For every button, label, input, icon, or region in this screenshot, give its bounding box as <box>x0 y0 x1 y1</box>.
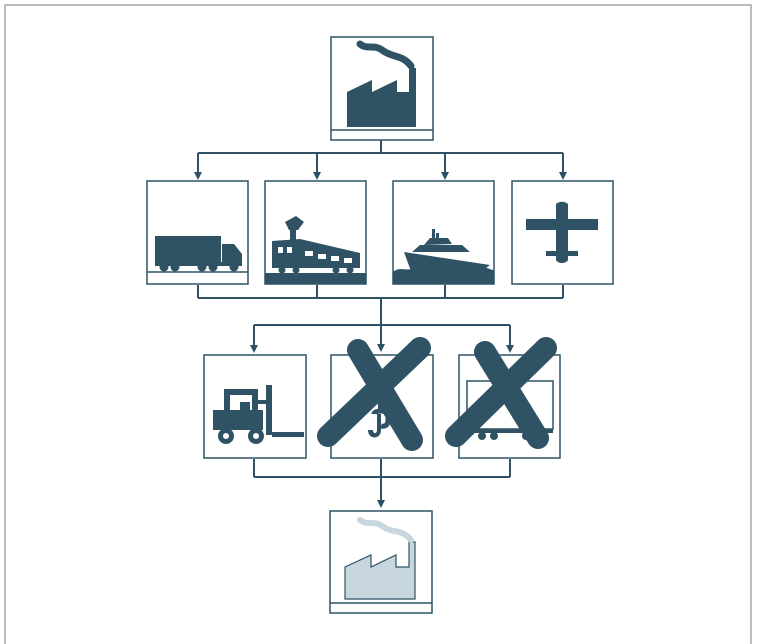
ship-icon <box>393 229 494 284</box>
source-factory-box <box>330 36 434 141</box>
train-icon <box>265 216 366 284</box>
airplane-icon <box>526 201 598 263</box>
transport-train-box <box>264 180 367 285</box>
handling-wagon-box <box>445 337 561 459</box>
destination-factory-box <box>329 510 433 614</box>
cross-out-mark <box>445 337 557 449</box>
transport-ship-box <box>392 180 495 285</box>
transport-airplane-box <box>511 180 614 285</box>
truck-icon <box>155 236 242 272</box>
factory-icon <box>344 517 416 600</box>
handling-forklift-box <box>203 354 307 459</box>
factory-icon <box>347 40 416 127</box>
forklift-icon <box>213 385 304 444</box>
diagram-frame <box>4 4 752 644</box>
connector-lines <box>194 140 567 508</box>
cross-out-mark <box>317 337 431 451</box>
transport-truck-box <box>146 180 249 285</box>
handling-crane-box <box>317 337 434 459</box>
